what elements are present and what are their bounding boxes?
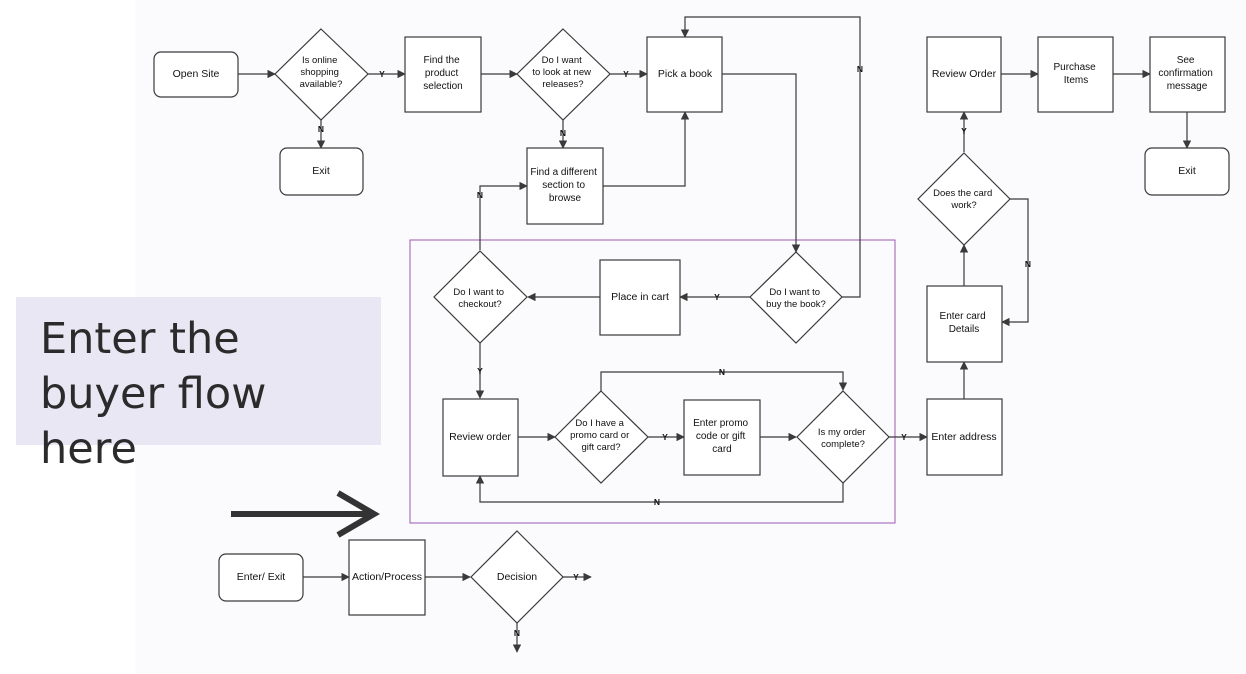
svg-text:Does the card work?: Does the card work? — [933, 188, 995, 211]
svg-text:Find the product s: Find the product selection — [423, 55, 462, 92]
edge-label-no: N — [857, 64, 863, 74]
pointer-arrow-icon — [231, 490, 380, 538]
svg-text:Is my order complete?: Is my order complete? — [818, 427, 868, 450]
svg-text:Do I have a promo card o: Do I have a promo card or gift card? — [570, 418, 632, 453]
edge-label-no: N — [318, 124, 324, 134]
node-place-cart: Place in cart — [599, 259, 681, 336]
edge-label-no: N — [560, 128, 566, 138]
legend-enter-exit: Enter/ Exit — [218, 553, 304, 602]
svg-text:See confirmation m: See confirmation message — [1158, 55, 1215, 92]
edge-label-yes: Y — [714, 292, 720, 302]
svg-text:Enter promo code or gift: Enter promo code or gift card — [693, 418, 751, 455]
svg-text:Enter address: Enter address — [931, 431, 996, 443]
edge-label-yes: Y — [662, 432, 668, 442]
connectors — [238, 16, 1192, 653]
decision-buy-book: Do I want to buy the book? — [749, 251, 843, 344]
node-find-product: Find the product selection — [404, 36, 482, 113]
svg-text:Decision: Decision — [497, 571, 537, 583]
svg-text:Review order: Review order — [449, 431, 511, 443]
svg-text:Do I want to checkout?: Do I want to checkout? — [453, 287, 506, 310]
svg-text:Review Order: Review Order — [932, 68, 997, 80]
edge-labels: Y N Y N N Y N Y Y N N Y N Y Y N — [318, 64, 1031, 638]
legend-decision: Decision — [470, 530, 564, 624]
buyer-flow-frame — [409, 239, 896, 524]
svg-text:Do I want to buy the boo: Do I want to buy the book? — [766, 287, 826, 310]
node-enter-address: Enter address — [926, 398, 1003, 476]
edge-label-yes: Y — [901, 432, 907, 442]
legend-action-process: Action/Process — [348, 539, 426, 616]
decision-promo-card: Do I have a promo card or gift card? — [554, 390, 649, 484]
edge-label-yes: Y — [379, 69, 385, 79]
decision-card-work: Does the card work? — [917, 152, 1011, 246]
svg-text:Enter/ Exit: Enter/ Exit — [237, 571, 286, 583]
node-enter-card: Enter card Details — [926, 285, 1003, 363]
svg-text:Purchase Items: Purchase Items — [1053, 62, 1098, 86]
node-exit-top: Exit — [279, 147, 364, 196]
node-review-order-top: Review Order — [926, 36, 1002, 113]
decision-checkout: Do I want to checkout? — [433, 250, 528, 344]
edge-label-yes: Y — [623, 69, 629, 79]
svg-text:Open Site: Open Site — [173, 68, 220, 80]
svg-text:Is online shopping: Is online shopping available? — [300, 55, 343, 90]
svg-text:Exit: Exit — [1178, 165, 1196, 177]
edge-label-yes: Y — [477, 366, 483, 376]
svg-text:Pick a book: Pick a book — [658, 68, 713, 80]
node-exit-right: Exit — [1144, 147, 1230, 196]
node-enter-promo: Enter promo code or gift card — [683, 399, 761, 476]
decision-new-releases: Do I want to look at new releases? — [516, 28, 611, 121]
svg-text:Action/Process: Action/Process — [352, 571, 422, 583]
node-purchase-items: Purchase Items — [1037, 36, 1114, 113]
decision-order-complete: Is my order complete? — [796, 390, 890, 484]
node-pick-book: Pick a book — [646, 36, 723, 113]
edge-label-no: N — [654, 497, 660, 507]
node-review-order-inner: Review order — [442, 398, 519, 477]
edge-label-yes: Y — [573, 572, 579, 582]
node-find-section: Find a different section to browse — [526, 147, 604, 225]
edge-label-no: N — [477, 190, 483, 200]
svg-text:Enter card Details: Enter card Details — [940, 311, 989, 335]
decision-online-shopping: Is online shopping available? — [274, 28, 369, 121]
edge-label-no: N — [1025, 259, 1031, 269]
edge-label-no: N — [514, 628, 520, 638]
svg-text:Find a different section: Find a different section to browse — [530, 167, 599, 204]
node-confirmation: See confirmation message — [1149, 36, 1226, 113]
svg-text:Do I want to look at new: Do I want to look at new releases? — [532, 55, 593, 90]
node-open-site: Open Site — [153, 51, 239, 98]
edge-label-no: N — [719, 367, 725, 377]
svg-text:Place in cart: Place in cart — [611, 291, 669, 303]
instruction-callout — [16, 297, 381, 445]
edge-label-yes: Y — [961, 126, 967, 136]
svg-text:Exit: Exit — [312, 165, 330, 177]
instruction-text: Enter the buyer flow here — [40, 314, 267, 474]
